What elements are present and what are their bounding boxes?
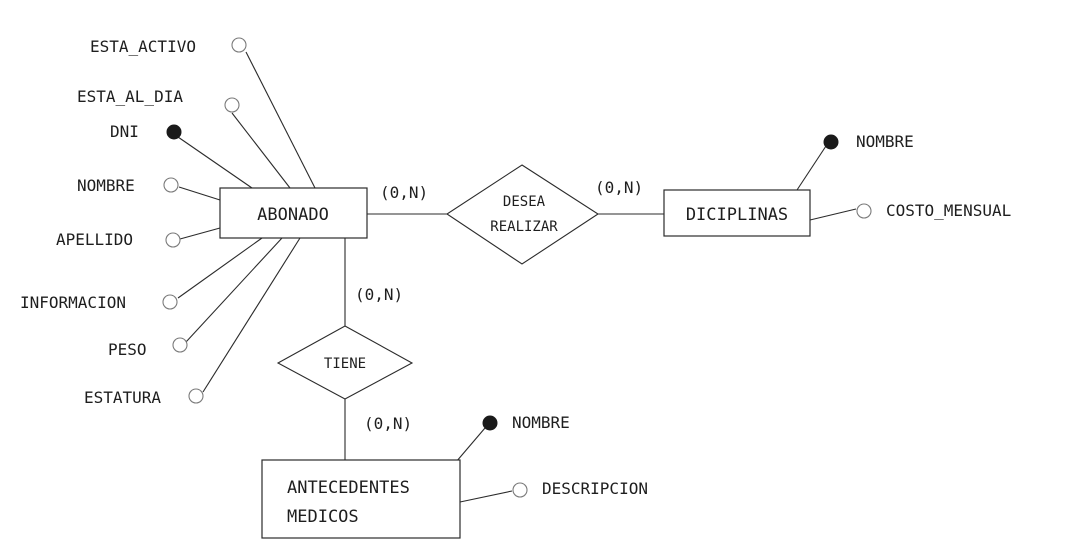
connector-dni [177,136,253,189]
entity-diciplinas-label: DICIPLINAS [686,205,788,225]
attribute-label: ESTA_ACTIVO [90,37,196,56]
attribute-label: NOMBRE [77,176,135,195]
key-attribute-marker-icon [166,124,182,140]
entity-antecedentes-label-line1: ANTECEDENTES [287,478,410,498]
entity-diciplinas[interactable]: DICIPLINAS [663,189,811,237]
entity-abonado-label: ABONADO [257,205,329,225]
attribute-label: DESCRIPCION [542,479,648,498]
cardinality-abonado-tiene: (0,N) [355,285,403,304]
attribute-label: DNI [110,122,139,141]
attribute-label: ESTA_AL_DIA [77,87,183,106]
connector-apellido [179,227,221,240]
attribute-marker-icon [162,294,178,310]
attribute-marker-icon [165,232,181,248]
connector-informacion [177,237,263,299]
connector-esta-activo [245,51,316,189]
attribute-label: NOMBRE [512,413,570,432]
cardinalities: (0,N) (0,N) (0,N) (0,N) [355,178,643,433]
abonado-attributes: ESTA_ACTIVO ESTA_AL_DIA DNI NOMBRE APELL… [20,37,247,407]
diciplinas-attributes: NOMBRE COSTO_MENSUAL [823,132,1011,220]
attribute-label: COSTO_MENSUAL [886,201,1011,220]
cardinality-abonado-desea: (0,N) [380,183,428,202]
abonado-attribute-lines [177,51,316,393]
attribute-label: INFORMACION [20,293,126,312]
connector-peso [185,237,283,343]
relationship-desea-label-line2: REALIZAR [490,219,558,235]
relationship-desea-label-line1: DESEA [503,194,546,210]
antecedentes-attributes: NOMBRE DESCRIPCION [482,413,648,498]
attribute-marker-icon [856,203,872,219]
entity-antecedentes-medicos[interactable]: ANTECEDENTES MEDICOS [261,459,461,539]
relationship-desea-realizar[interactable]: DESEA REALIZAR [446,164,600,265]
attribute-marker-icon [172,337,188,353]
other-attribute-lines [455,145,857,503]
attribute-marker-icon [512,482,528,498]
attribute-marker-icon [163,177,179,193]
cardinality-tiene-antecedentes: (0,N) [364,414,412,433]
entity-abonado[interactable]: ABONADO [219,187,368,239]
attribute-label: ESTATURA [84,388,161,407]
attribute-marker-icon [224,97,240,113]
relationship-tiene-label: TIENE [324,356,366,372]
entity-antecedentes-label-line2: MEDICOS [287,507,359,527]
relationship-lines [344,213,664,460]
connector-diciplinas-nombre [796,145,827,191]
connector-descripcion [459,490,513,503]
key-attribute-marker-icon [482,415,498,431]
attribute-marker-icon [231,37,247,53]
relationship-tiene[interactable]: TIENE [276,325,414,400]
cardinality-desea-diciplinas: (0,N) [595,178,643,197]
connector-esta-al-dia [231,112,291,189]
key-attribute-marker-icon [823,134,839,150]
connector-antecedentes-nombre [455,427,486,463]
connector-nombre [178,186,221,201]
attribute-label: PESO [108,340,147,359]
attribute-label: NOMBRE [856,132,914,151]
connector-costo-mensual [809,208,857,221]
attribute-label: APELLIDO [56,230,133,249]
attribute-marker-icon [188,388,204,404]
connector-estatura [202,237,301,393]
